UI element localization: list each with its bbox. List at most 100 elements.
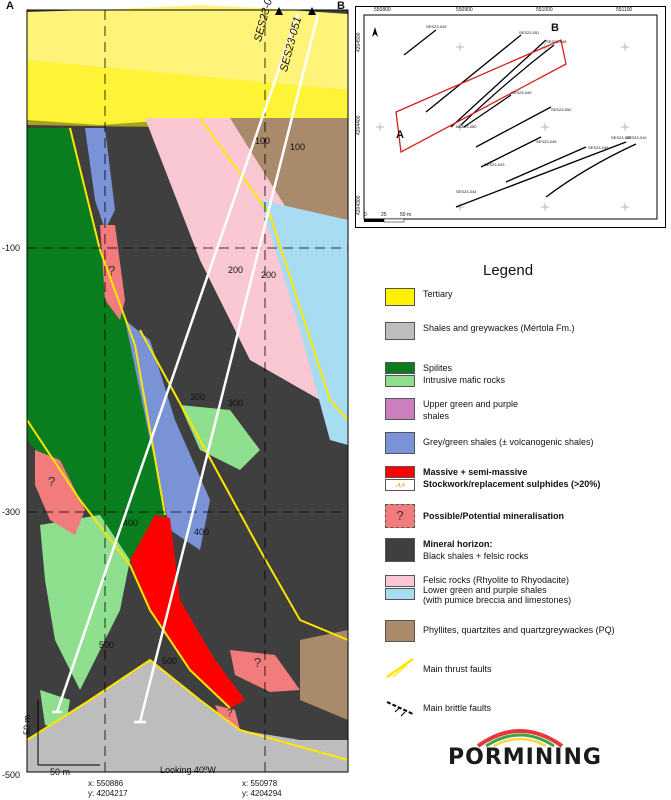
view-direction: Looking 40ºW (160, 765, 216, 775)
scale-vertical-label: 50 m (22, 714, 32, 735)
map-hole-label-1: SES23-049 (426, 24, 447, 29)
legend-label: Possible/Potential mineralisation (423, 511, 565, 521)
legend-swatch (385, 466, 415, 478)
thrust-faults (26, 117, 349, 761)
grey-shales-unit-1 (85, 128, 115, 230)
drill-hole-ses23-051 (134, 13, 320, 724)
mertola-unit (27, 660, 348, 772)
pq-unit-bottom (300, 630, 348, 720)
drill-hole-ses23-049 (52, 13, 300, 714)
legend-item-pq: Phyllites, quartzites and quartzgreywack… (385, 620, 615, 642)
thrust-fault-icon (386, 657, 414, 679)
legend-label: Phyllites, quartzites and quartzgreywack… (423, 625, 615, 635)
scale-bar (37, 700, 100, 766)
hole-051-tick-500: 500 (162, 656, 178, 666)
legend-label: Tertiary (423, 289, 453, 299)
hole-049-tick-400: 400 (123, 518, 139, 528)
map-corner-b: B (551, 22, 559, 34)
depth-label-100: -100 (2, 243, 21, 253)
reference-grid (27, 10, 348, 772)
location-map: A B 550800 550900 551000 551100 4204500 … (355, 6, 666, 228)
map-hole-label-6: SES23-050 (456, 124, 477, 129)
legend-swatch (385, 375, 415, 387)
legend-swatch: ? (385, 504, 415, 528)
legend-label: Mineral horizon: (423, 539, 493, 549)
map-scale-50: 50 m (400, 212, 412, 218)
possible-mineralisation-4 (215, 705, 240, 730)
legend-item-thrust: Main thrust faults (385, 657, 492, 679)
legend-item-tertiary: Tertiary (385, 288, 453, 306)
legend-title: Legend (483, 262, 534, 279)
question-mark-3: ? (254, 655, 262, 670)
mafic-intrusion-1 (40, 515, 130, 690)
coord-left-y: y: 4204217 (88, 789, 128, 798)
legend-swatch (385, 620, 415, 642)
legend-label: Intrusive mafic rocks (423, 375, 506, 385)
legend-item-spilites: Spilites Intrusive mafic rocks (385, 362, 505, 387)
legend-swatch (385, 362, 415, 374)
massive-sulphides (130, 515, 245, 708)
legend-item-felsic: Felsic rocks (Rhyolite to Rhyodacite) Lo… (385, 575, 571, 605)
map-grid-y-2: 4204300 (356, 195, 362, 215)
legend-label: Main brittle faults (423, 703, 492, 713)
question-mark-4: ? (227, 708, 233, 719)
section-corner-b: B (337, 0, 345, 12)
hole-051-tick-300: 300 (228, 398, 244, 408)
map-hole-label-8: SES23-047 (611, 135, 632, 140)
map-hole-label-5: SES23-052 (551, 107, 572, 112)
map-scale-0: 0 (364, 212, 367, 218)
map-hole-label-9: SES23-048 (588, 145, 609, 150)
legend-label: Shales and greywackes (Mértola Fm.) (423, 323, 575, 333)
map-hole-label-4: SES23-049 (511, 90, 532, 95)
map-grid-x-3: 551100 (616, 7, 633, 13)
legend-swatch (385, 322, 415, 340)
coord-left-x: x: 550886 (88, 779, 124, 788)
collar-marker-049 (275, 7, 283, 15)
legend-label: Massive + semi-massive (423, 467, 528, 477)
legend-swatch (385, 538, 415, 562)
legend-label: Main thrust faults (423, 664, 492, 674)
map-grid-x-2: 551000 (536, 7, 553, 13)
map-hole-label-10: SES23-043 (484, 162, 505, 167)
map-corner-a: A (396, 129, 404, 141)
legend-label: Lower green and purple shales (423, 585, 547, 595)
legend-label: Felsic rocks (Rhyolite to Rhyodacite) (423, 575, 570, 585)
map-grid-x-1: 550900 (456, 7, 473, 13)
legend-label: Upper green and purple shales (423, 399, 519, 421)
mafic-intrusion-2 (180, 405, 260, 470)
hole-051-tick-100: 100 (290, 142, 306, 152)
legend-swatch (385, 588, 415, 600)
map-hole-label-2: SES23-051 (519, 30, 540, 35)
hole-049-tick-300: 300 (190, 392, 206, 402)
scale-horizontal-label: 50 m (50, 767, 71, 777)
legend-swatch (385, 288, 415, 306)
legend-swatch (385, 398, 415, 420)
map-scale-25: 25 (381, 212, 387, 218)
tertiary-base-darker (27, 60, 348, 130)
legend-item-mertola: Shales and greywackes (Mértola Fm.) (385, 322, 575, 340)
map-grid-x-0: 550800 (374, 7, 391, 13)
legend-item-mineral-horizon: Mineral horizon: Black shales + felsic r… (385, 538, 528, 562)
hole-051-tick-200: 200 (261, 270, 277, 280)
depth-label-500: -500 (2, 770, 21, 780)
felsic-unit (145, 118, 345, 400)
hole-049-tick-200: 200 (228, 265, 244, 275)
legend-swatch (385, 432, 415, 454)
legend-item-brittle: Main brittle faults (385, 694, 491, 718)
map-hole-label-11: SES23-044 (456, 189, 477, 194)
legend-label: Spilites (423, 363, 453, 373)
pq-unit-top (230, 118, 348, 240)
coord-right-x: x: 550978 (242, 779, 278, 788)
coord-right-y: y: 4204294 (242, 789, 282, 798)
question-mark-2: ? (48, 474, 56, 489)
map-hole-label-7: SES23-045 (536, 139, 557, 144)
hole-051-tick-400: 400 (194, 527, 210, 537)
legend-swatch (385, 575, 415, 587)
map-grid-y-0: 4204500 (356, 32, 362, 52)
legend-item-upper-shales: Upper green and purple shales (385, 398, 533, 422)
map-hole-label-3: SES23-048 (546, 39, 567, 44)
depth-label-300: -300 (2, 507, 21, 517)
question-mark-1: ? (108, 263, 116, 278)
possible-mineralisation-2 (100, 225, 125, 320)
